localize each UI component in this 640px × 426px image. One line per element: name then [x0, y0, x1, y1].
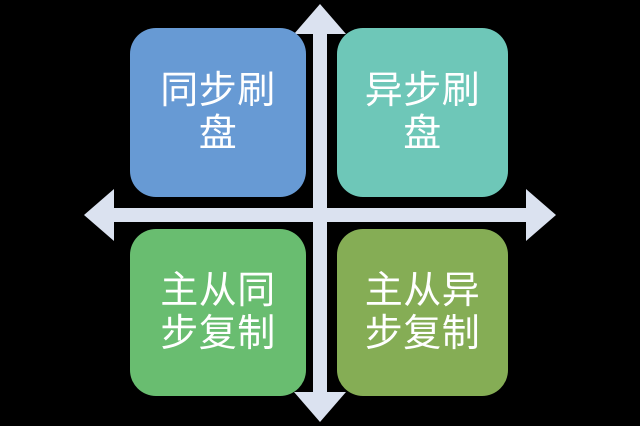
axis-vertical-bar [313, 26, 327, 398]
quadrant-top-right[interactable]: 异步刷盘 [337, 28, 508, 197]
axis-arrow-right [526, 189, 556, 241]
quadrant-bottom-right[interactable]: 主从异步复制 [337, 229, 508, 396]
axis-arrow-down [294, 392, 346, 422]
quadrant-top-right-label: 异步刷盘 [364, 69, 481, 155]
quadrant-top-left[interactable]: 同步刷盘 [130, 28, 306, 197]
axis-arrow-up [294, 4, 346, 34]
quadrant-bottom-left[interactable]: 主从同步复制 [130, 229, 306, 396]
quadrant-bottom-left-label: 主从同步复制 [160, 269, 276, 355]
quadrant-bottom-right-label: 主从异步复制 [364, 269, 481, 355]
axis-arrow-left [84, 189, 114, 241]
axis-horizontal-bar [112, 208, 528, 222]
quadrant-top-left-label: 同步刷盘 [160, 69, 276, 155]
